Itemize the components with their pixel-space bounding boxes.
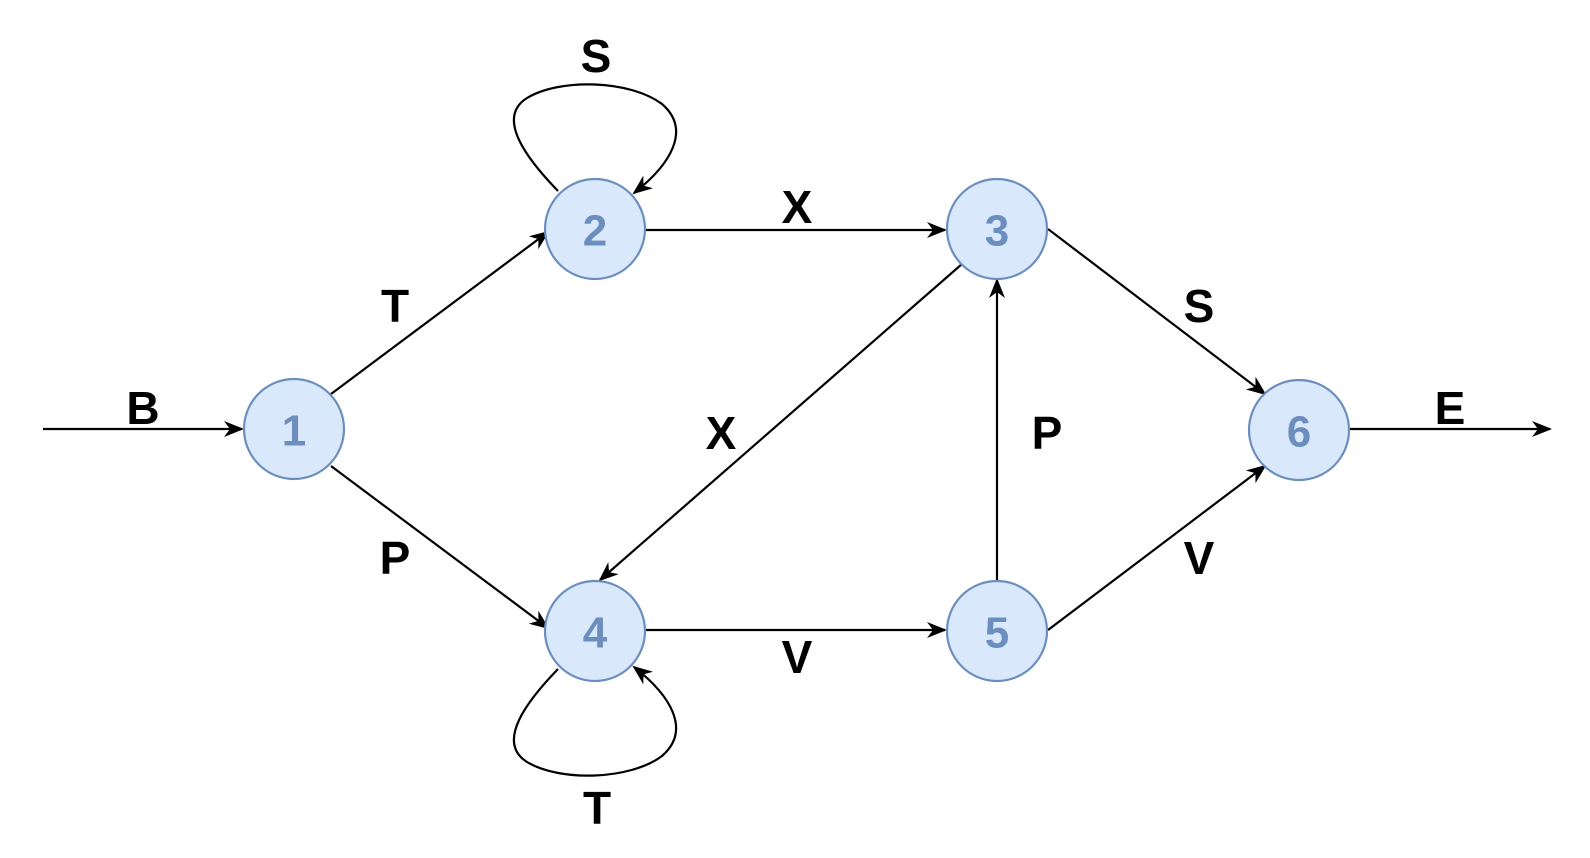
node-6-label: 6: [1287, 408, 1311, 457]
edge-label-1-2: T: [381, 280, 409, 332]
edge-2-2-loop: [513, 83, 678, 195]
node-1: 1: [242, 377, 346, 481]
edge-label-2-3: X: [782, 181, 813, 233]
edge-4-4-loop: [513, 665, 678, 777]
edge-label-5-3: P: [1032, 407, 1063, 459]
edge-labels: B T P S X X S T V P V E: [126, 30, 1465, 834]
edge-1-2: [330, 230, 550, 395]
edge-5-6: [1047, 464, 1267, 631]
edges: [43, 83, 1552, 777]
edge-label-2-2: S: [581, 30, 612, 82]
node-3: 3: [945, 177, 1049, 281]
edge-label-1-4: P: [380, 532, 411, 584]
node-4: 4: [543, 579, 647, 683]
edge-label-6-end: E: [1435, 382, 1466, 434]
node-4-label: 4: [583, 609, 608, 658]
node-2-label: 2: [583, 207, 607, 256]
edge-3-4: [598, 263, 963, 582]
edge-3-6: [1047, 228, 1267, 396]
nodes: 1 2 3 4 5 6: [242, 177, 1351, 683]
node-5-label: 5: [985, 609, 1009, 658]
edge-label-4-5: V: [782, 631, 813, 683]
node-6: 6: [1247, 378, 1351, 482]
node-5: 5: [945, 579, 1049, 683]
node-2: 2: [543, 177, 647, 281]
edge-label-4-4: T: [583, 782, 611, 834]
node-3-label: 3: [985, 207, 1009, 256]
edge-1-4: [330, 465, 550, 630]
edge-label-3-6: S: [1184, 280, 1215, 332]
edge-label-start-1: B: [126, 382, 159, 434]
edge-label-5-6: V: [1184, 532, 1215, 584]
edge-label-3-4: X: [706, 407, 737, 459]
node-1-label: 1: [282, 407, 306, 456]
